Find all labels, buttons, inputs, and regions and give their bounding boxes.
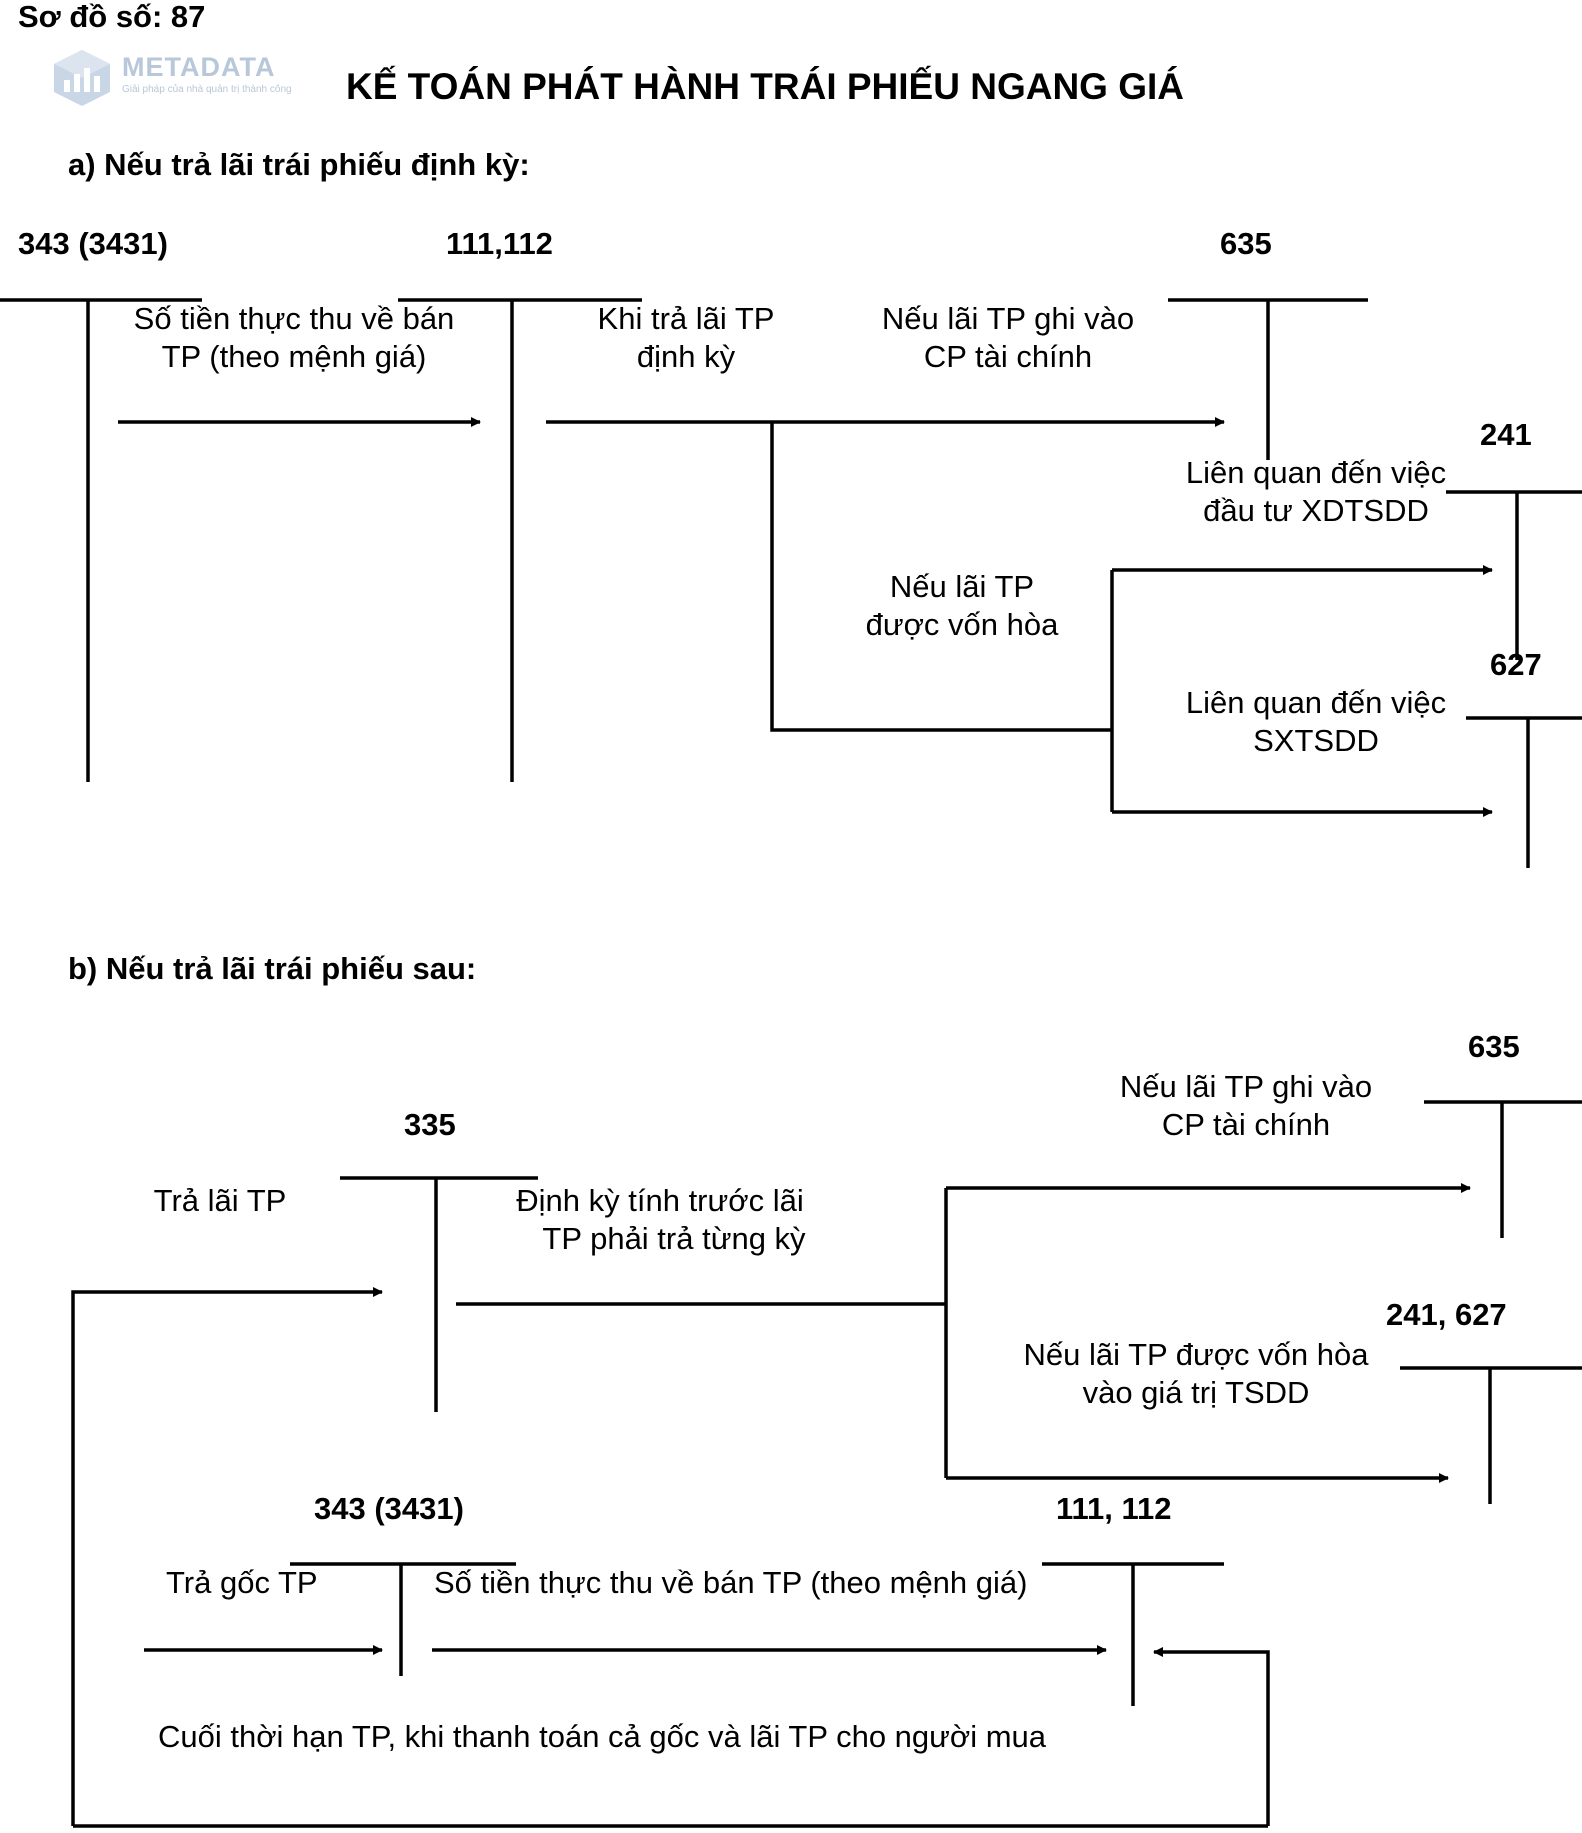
label-capitalize-b: Nếu lãi TP được vốn hòa vào giá trị TSDD (996, 1336, 1396, 1412)
connector-capitalize-a (770, 422, 1112, 732)
t-account-343-a (0, 298, 202, 782)
label-capitalize-b-line2: vào giá trị TSDD (1082, 1375, 1310, 1410)
t-account-241-a (1446, 490, 1582, 660)
label-pay-principal-b: Trả gốc TP (166, 1565, 318, 1600)
label-capitalize-a-line1: Nếu lãi TP (889, 569, 1035, 604)
t-account-111-a (398, 298, 642, 782)
account-241-627-b: 241, 627 (1386, 1297, 1507, 1332)
t-account-241-627-b (1400, 1366, 1582, 1504)
arrow-maturity-b (1153, 1647, 1270, 1826)
metadata-logo: METADATA Giải pháp của nhà quản trị thàn… (50, 48, 310, 108)
account-111-112-a: 111,112 (446, 226, 553, 261)
label-production-a-line1: Liên quan đến việc (1185, 685, 1447, 720)
diagram-number: Sơ đồ số: 87 (18, 0, 206, 34)
label-pay-interest-b-line1: Trả lãi TP (153, 1183, 287, 1218)
label-investment-a-line2: đầu tư XDTSDD (1203, 493, 1429, 528)
label-production-a: Liên quan đến việc SXTSDD (1160, 684, 1472, 760)
t-account-335-b (340, 1176, 538, 1412)
cube-logo-icon (54, 50, 110, 106)
t-account-635-b (1424, 1100, 1582, 1238)
section-a-heading: a) Nếu trả lãi trái phiếu định kỳ: (68, 147, 530, 182)
label-pay-interest-a-line1: Khi trả lãi TP (597, 301, 775, 336)
label-accrue-b-line2: TP phải trả từng kỳ (542, 1221, 806, 1256)
label-production-a-line2: SXTSDD (1253, 723, 1379, 758)
label-pay-interest-a-line2: định kỳ (636, 339, 736, 374)
section-b-heading: b) Nếu trả lãi trái phiếu sau: (68, 951, 477, 986)
label-maturity-b: Cuối thời hạn TP, khi thanh toán cả gốc … (158, 1719, 1047, 1754)
account-343-b: 343 (3431) (314, 1491, 464, 1526)
t-account-635-a (1168, 298, 1368, 460)
logo-wordmark: METADATA (122, 52, 276, 82)
label-investment-a-line1: Liên quan đến việc (1185, 455, 1447, 490)
label-receipt-a: Số tiền thực thu về bán TP (theo mệnh gi… (104, 300, 484, 376)
t-account-627-a (1466, 716, 1582, 868)
logo-tagline: Giải pháp của nhà quản trị thành công (122, 84, 292, 95)
label-accrue-b: Định kỳ tính trước lãi TP phải trả từng … (492, 1182, 828, 1258)
t-account-111-b (1042, 1562, 1224, 1706)
account-111-112-b: 111, 112 (1056, 1491, 1172, 1526)
label-pay-interest-a: Khi trả lãi TP định kỳ (566, 300, 806, 376)
account-343-a: 343 (3431) (18, 226, 168, 261)
label-investment-a: Liên quan đến việc đầu tư XDTSDD (1160, 454, 1472, 530)
account-241-a: 241 (1480, 417, 1532, 452)
label-receipt-a-line2: TP (theo mệnh giá) (161, 339, 427, 374)
arrow-pay-interest-b (71, 1287, 383, 1826)
label-capitalize-a: Nếu lãi TP được vốn hòa (842, 568, 1082, 644)
page-title: KẾ TOÁN PHÁT HÀNH TRÁI PHIẾU NGANG GIÁ (346, 66, 1185, 107)
label-pay-interest-b: Trả lãi TP (120, 1182, 320, 1220)
label-receipt-b: Số tiền thực thu về bán TP (theo mệnh gi… (434, 1565, 1028, 1600)
label-financial-cost-b-line1: Nếu lãi TP ghi vào (1119, 1069, 1373, 1104)
label-financial-cost-b-line2: CP tài chính (1161, 1107, 1331, 1142)
t-account-343-b (290, 1562, 516, 1676)
label-receipt-a-line1: Số tiền thực thu về bán (133, 301, 455, 336)
label-accrue-b-line1: Định kỳ tính trước lãi (516, 1183, 804, 1218)
label-financial-cost-b: Nếu lãi TP ghi vào CP tài chính (1090, 1068, 1402, 1144)
account-335-b: 335 (404, 1107, 456, 1142)
label-capitalize-b-line1: Nếu lãi TP được vốn hòa (1023, 1337, 1369, 1372)
label-financial-cost-a: Nếu lãi TP ghi vào CP tài chính (850, 300, 1166, 376)
label-financial-cost-a-line1: Nếu lãi TP ghi vào (881, 301, 1135, 336)
account-627-a: 627 (1490, 647, 1542, 682)
label-capitalize-a-line2: được vốn hòa (865, 607, 1059, 642)
account-635-a: 635 (1220, 226, 1272, 261)
account-635-b: 635 (1468, 1029, 1520, 1064)
label-financial-cost-a-line2: CP tài chính (923, 339, 1093, 374)
